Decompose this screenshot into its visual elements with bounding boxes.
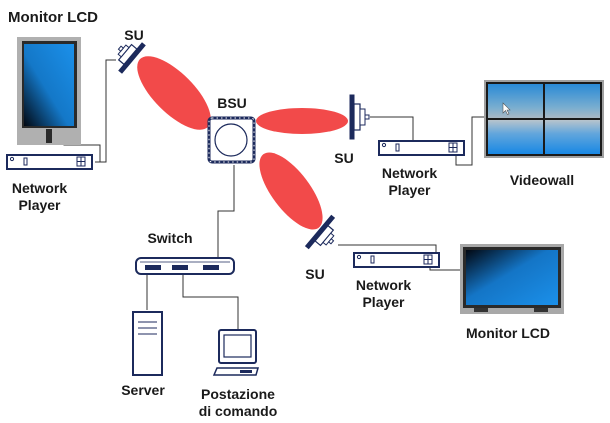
label-monitor-lcd-bottom-right: Monitor LCD (466, 325, 550, 341)
cursor-icon (502, 102, 511, 115)
su2-antenna-icon[interactable] (349, 94, 370, 140)
wireless-beams (137, 56, 348, 230)
su3-antenna-icon[interactable] (304, 214, 346, 257)
label-su-right: SU (334, 150, 354, 166)
label-workstation: Postazione di comando (198, 386, 278, 419)
network-player-1[interactable] (6, 154, 93, 170)
switch-port-1 (145, 265, 161, 270)
label-network-player-bottom: Network Player (355, 277, 412, 310)
beam-bsu-su1 (137, 56, 211, 130)
switch-device[interactable] (135, 257, 235, 275)
wire-sw-ws (182, 270, 239, 330)
bsu-antenna-icon (214, 123, 248, 157)
label-server: Server (121, 382, 165, 398)
beam-bsu-su2 (256, 108, 348, 134)
wire-bsu-sw (217, 165, 235, 262)
label-videowall: Videowall (509, 172, 575, 188)
su1-antenna-icon[interactable] (108, 34, 146, 74)
workstation-device[interactable] (212, 329, 259, 376)
network-player-3[interactable] (353, 252, 440, 268)
monitor-lcd-portrait[interactable] (17, 37, 81, 145)
label-monitor-lcd-left: Monitor LCD (8, 9, 98, 26)
label-network-player-left: Network Player (11, 180, 68, 213)
monitor-lcd-landscape[interactable] (460, 244, 564, 314)
videowall-display[interactable] (484, 80, 604, 158)
label-switch: Switch (147, 230, 193, 246)
label-bsu: BSU (217, 95, 247, 111)
wire-su1-np1 (95, 59, 116, 163)
network-player-2[interactable] (378, 140, 465, 156)
switch-port-3 (203, 265, 219, 270)
server-device[interactable] (132, 311, 163, 376)
switch-port-2 (172, 265, 188, 270)
label-network-player-right: Network Player (381, 165, 438, 198)
beam-bsu-su3 (259, 152, 323, 230)
wire-np2-vw (455, 116, 486, 166)
label-su-top-left: SU (124, 27, 144, 43)
label-su-bottom: SU (305, 266, 325, 282)
bsu-device[interactable] (207, 116, 256, 164)
